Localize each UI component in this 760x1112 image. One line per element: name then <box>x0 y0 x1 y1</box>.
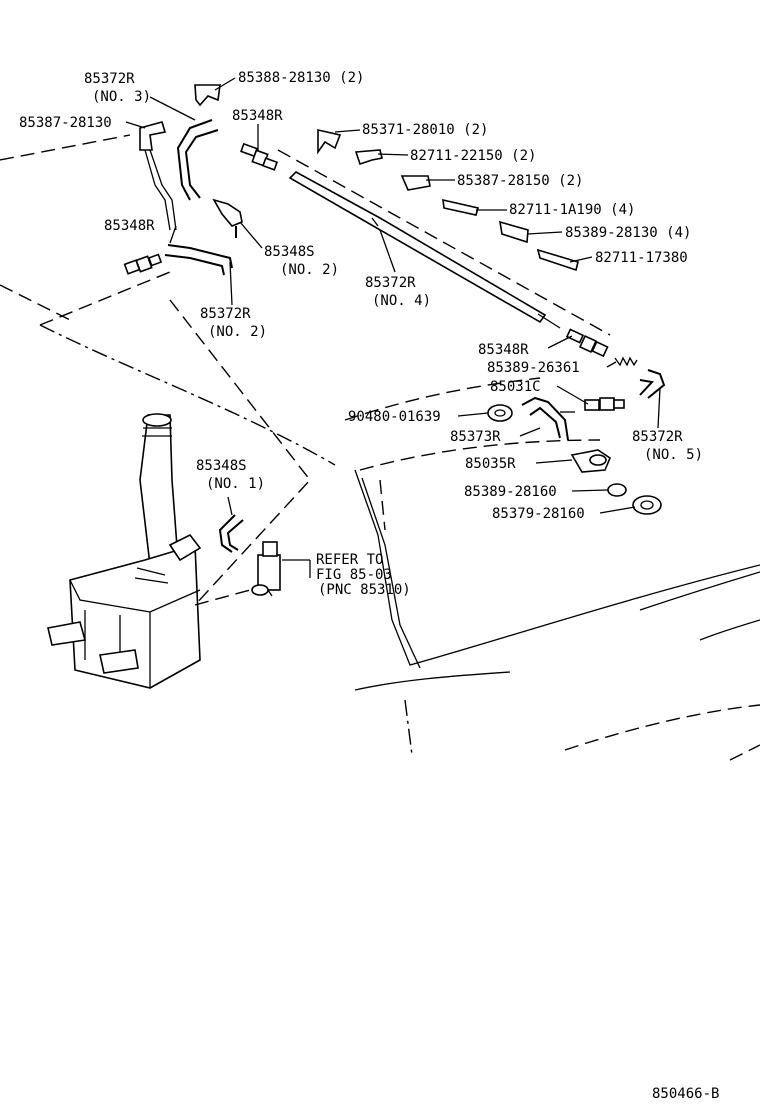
clip-85371 <box>317 128 342 155</box>
hose-85348S-no1 <box>218 514 244 553</box>
label-85348R-mid: 85348R <box>478 342 529 358</box>
label-85031C: 85031C <box>490 379 541 395</box>
label-85372R-no4-sub: (NO. 4) <box>372 293 431 309</box>
label-85035R: 85035R <box>465 456 516 472</box>
label-85348S-no2-sub: (NO. 2) <box>280 262 339 278</box>
label-85348S-no2: 85348S <box>264 244 315 260</box>
joint-85348R-left <box>123 253 163 275</box>
clip-85389-28160 <box>607 483 627 497</box>
label-85372R-no5-sub: (NO. 5) <box>644 447 703 463</box>
label-85372R-no3: 85372R <box>84 71 135 87</box>
label-85389-28160: 85389-28160 <box>464 484 557 500</box>
clip-82711-22150 <box>354 149 383 166</box>
nozzle-85031C <box>584 397 625 411</box>
bracket-85387-28130 <box>139 121 177 231</box>
label-82711-17380: 82711-17380 <box>595 250 688 266</box>
nozzle-85035R <box>570 449 611 473</box>
label-85373R: 85373R <box>450 429 501 445</box>
hose-85372R-no4 <box>288 171 561 329</box>
clip-85387-28150 <box>400 175 431 191</box>
hose-85372R-no3 <box>176 119 219 201</box>
pad-82711-1A190 <box>442 198 480 216</box>
joint-85348S-no2 <box>212 198 243 238</box>
pad-85389-28130 <box>499 220 529 244</box>
label-85371: 85371-28010 (2) <box>362 122 488 138</box>
pad-82711-17380 <box>536 248 579 272</box>
leader-lines <box>125 77 661 516</box>
label-85372R-no2-sub: (NO. 2) <box>208 324 267 340</box>
label-refer-pnc: (PNC 85310) <box>318 582 411 598</box>
label-refer-to: REFER TO <box>316 552 383 568</box>
bracket-85388 <box>194 84 221 107</box>
clip-85379-28160 <box>632 495 662 515</box>
joint-85348R-top <box>240 142 279 171</box>
washer-pump <box>251 541 311 597</box>
label-85387-28130: 85387-28130 <box>19 115 112 131</box>
label-85348R-left: 85348R <box>104 218 155 234</box>
label-85372R-no2: 85372R <box>200 306 251 322</box>
spring-85389-26361 <box>614 356 638 367</box>
label-90480: 90480-01639 <box>348 409 441 425</box>
label-85389-26361: 85389-26361 <box>487 360 580 376</box>
hose-85372R-no5 <box>639 369 666 399</box>
label-refer-fig: FIG 85-03 <box>316 567 392 583</box>
part-labels: 85372R (NO. 3) 85388-28130 (2) 85387-281… <box>19 70 719 1102</box>
label-85387-28150: 85387-28150 (2) <box>457 173 583 189</box>
grommet-90480 <box>487 404 513 422</box>
label-82711-1A190: 82711-1A190 (4) <box>509 202 635 218</box>
hose-85372R-no2 <box>164 244 233 276</box>
joint-85348R-mid <box>565 328 609 358</box>
washer-tank <box>47 413 251 689</box>
label-85372R-no5: 85372R <box>632 429 683 445</box>
label-85389-28130: 85389-28130 (4) <box>565 225 691 241</box>
label-85348S-no1: 85348S <box>196 458 247 474</box>
label-85348S-no1-sub: (NO. 1) <box>206 476 265 492</box>
hose-85373R <box>521 396 575 441</box>
figure-code: 850466-B <box>652 1086 719 1102</box>
label-85348R-top: 85348R <box>232 108 283 124</box>
label-82711-22150: 82711-22150 (2) <box>410 148 536 164</box>
label-85372R-no4: 85372R <box>365 275 416 291</box>
label-85388: 85388-28130 (2) <box>238 70 364 86</box>
vehicle-outline <box>0 134 760 761</box>
label-85379-28160: 85379-28160 <box>492 506 585 522</box>
label-85372R-no3-sub: (NO. 3) <box>92 89 151 105</box>
